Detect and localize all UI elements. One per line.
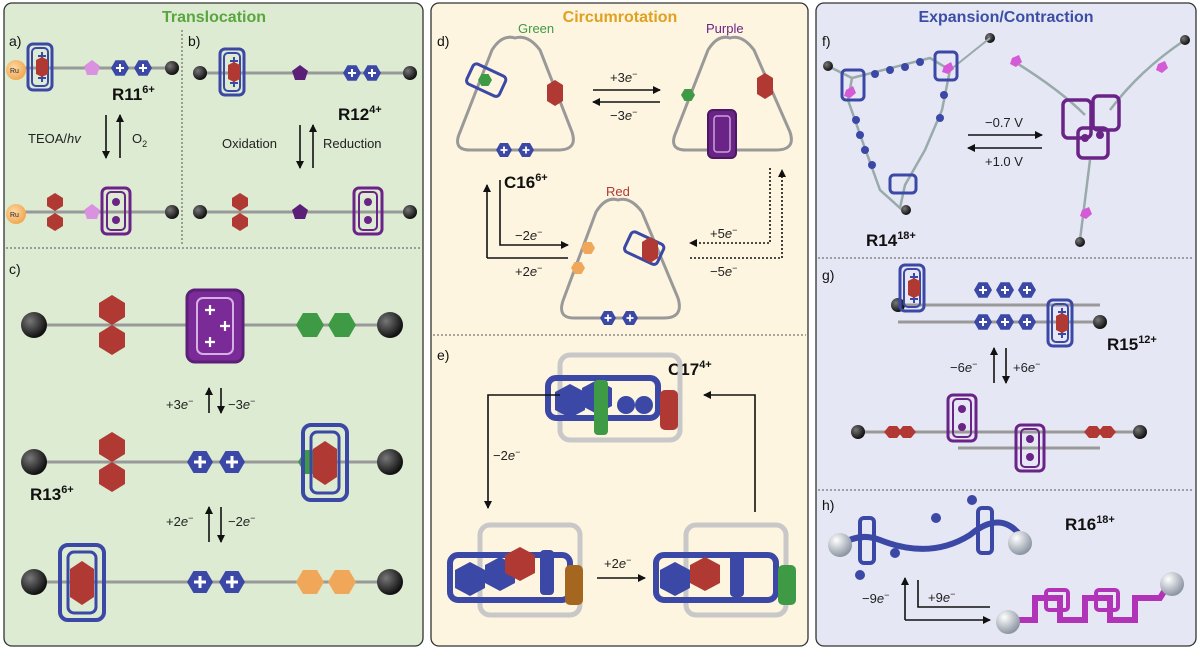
catenane-c17-bottom-right (653, 522, 796, 618)
cyclophane-ring-icon (1061, 94, 1121, 160)
r16-magenta-chain (1012, 588, 1168, 623)
r11-up-reagent: O2 (132, 131, 147, 149)
r15-left: −6e− (950, 359, 977, 375)
r13-step2-rev: −2e− (228, 513, 255, 529)
c17-bottom: +2e− (604, 555, 631, 571)
panel-d-label: d) (437, 33, 449, 49)
panel-c-label: c) (9, 261, 21, 277)
bead-icon (193, 205, 207, 219)
circumrotation-panel (430, 2, 809, 647)
hexagon-icon (757, 73, 773, 99)
bead-icon (377, 312, 403, 338)
compound-c16: C166+ (504, 172, 548, 192)
panel-h: h) R1618+ −9e− +9e− (822, 495, 1184, 634)
panel-b-label: b) (188, 33, 200, 49)
panel-d: d) Green Purple +3e− −3e− C166+ Red − (437, 21, 793, 326)
cyclophane-ring-icon (185, 288, 245, 364)
panel-e-label: e) (437, 347, 449, 363)
panel-a: a) Ru R116+ TEOA/hv O2 Ru (6, 33, 179, 236)
svg-text:Ru: Ru (10, 68, 19, 75)
r11-down-reagent: TEOA/hv (28, 131, 82, 146)
panel-b: b) R124+ Oxidation Reduction (188, 33, 417, 236)
compound-c17: C174+ (668, 359, 712, 379)
cyclophane-ring-icon (840, 50, 959, 195)
catenane-c17-top (545, 352, 683, 443)
r14-rev: +1.0 V (985, 154, 1023, 169)
panel-g: g) R1512+ −6e− +6e− (822, 263, 1157, 473)
catenane-c17-bottom-left (447, 522, 583, 618)
compound-r13: R136+ (30, 484, 74, 504)
panel-h-label: h) (822, 497, 834, 513)
ru-complex-icon: Ru (6, 60, 26, 80)
c16-left-out: −2e− (515, 227, 542, 243)
bead-icon (165, 205, 179, 219)
compound-r16: R1618+ (1065, 514, 1115, 534)
r15-right: +6e− (1013, 359, 1040, 375)
cyclophane-ring-icon (707, 109, 737, 159)
macrocycle-green (456, 35, 575, 152)
label-green: Green (518, 21, 554, 36)
bead-icon (377, 449, 403, 475)
panel-a-label: a) (9, 33, 21, 49)
hexagon-icon (642, 237, 658, 263)
translocation-title: Translocation (162, 9, 266, 26)
circumrotation-title: Circumrotation (563, 9, 678, 26)
c16-left-in: +2e− (515, 263, 542, 279)
expansion-title: Expansion/Contraction (918, 9, 1093, 26)
c17-left: −2e− (493, 447, 520, 463)
bead-icon (377, 569, 403, 595)
svg-text:Ru: Ru (10, 212, 19, 219)
r14-contracted-chain (1014, 38, 1186, 241)
bead-icon (193, 66, 207, 80)
panel-e: e) C174+ −2e− +2e− (437, 347, 796, 618)
c16-fwd1: +3e− (610, 69, 637, 85)
ru-complex-icon: Ru (6, 204, 26, 224)
r13-step2-fwd: +2e− (166, 513, 193, 529)
r16-right: +9e− (928, 589, 955, 605)
c16-rev1: −3e− (610, 107, 637, 123)
counterion-icons (855, 495, 977, 580)
bead-icon (21, 569, 47, 595)
hexagon-icon (547, 80, 563, 106)
c16-right-in: +5e− (710, 225, 737, 241)
label-purple: Purple (706, 21, 744, 36)
bead-icon (21, 449, 47, 475)
panel-c: c) +3e− −3e− R136+ +2e− −2e− (9, 261, 403, 622)
r16-blue-chain (838, 519, 1023, 552)
r14-fwd: −0.7 V (985, 115, 1023, 130)
bead-icon (1093, 315, 1107, 329)
macrocycle-red (560, 197, 681, 320)
bead-icon (1133, 425, 1147, 439)
panel-f: f) R1418+ −0.7 V +1.0 V (822, 33, 1190, 250)
compound-r15: R1512+ (1107, 334, 1157, 354)
r13-step1-rev: −3e− (228, 396, 255, 412)
bead-icon (403, 66, 417, 80)
bead-icon (851, 425, 865, 439)
bead-icon (21, 312, 47, 338)
compound-r11: R116+ (112, 84, 155, 104)
panel-f-label: f) (822, 33, 831, 49)
label-red: Red (606, 184, 630, 199)
compound-r14: R1418+ (866, 230, 916, 250)
panel-g-label: g) (822, 267, 834, 283)
r12-oxidation: Oxidation (222, 136, 277, 151)
r16-left: −9e− (862, 590, 889, 606)
c16-right-out: −5e− (710, 263, 737, 279)
bead-icon (403, 205, 417, 219)
r13-step1-fwd: +3e− (166, 396, 193, 412)
r12-reduction: Reduction (323, 136, 382, 151)
bead-icon (165, 61, 179, 75)
compound-r12: R124+ (338, 104, 382, 124)
